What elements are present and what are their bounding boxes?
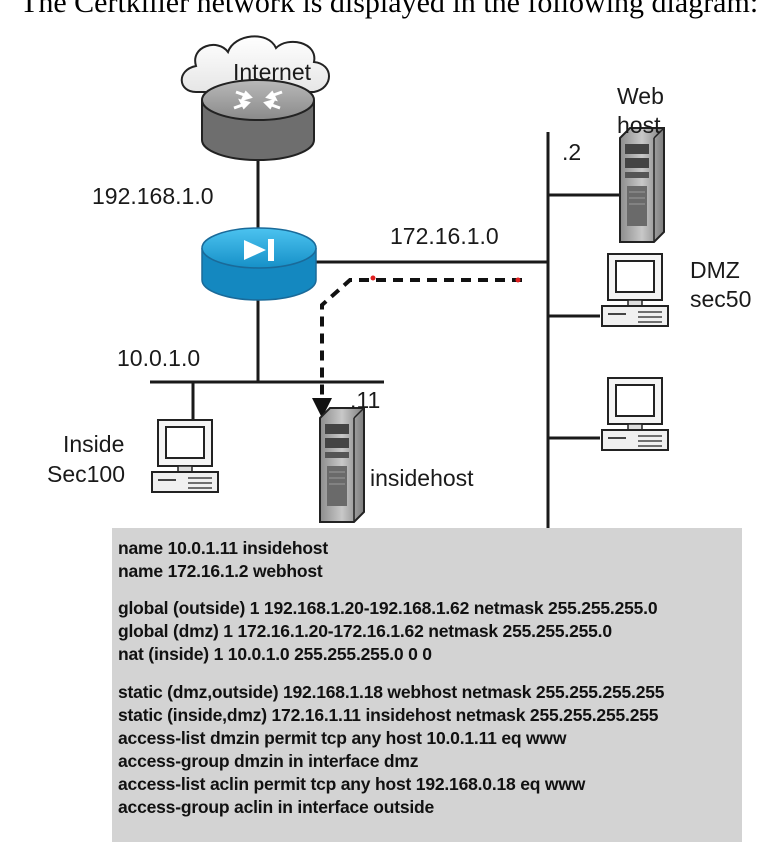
web-host-label-line2: host	[617, 112, 661, 138]
dmz-label-line2: sec50	[690, 286, 751, 312]
config-line: global (dmz) 1 172.16.1.20-172.16.1.62 n…	[118, 621, 612, 641]
outside-network-label: 192.168.1.0	[92, 183, 214, 209]
config-line: name 10.0.1.11 insidehost	[118, 538, 328, 558]
inside-workstation-icon	[151, 419, 219, 493]
config-line: access-group aclin in interface outside	[118, 797, 435, 817]
inside-label-line1: Inside	[63, 431, 124, 457]
router-icon	[201, 79, 315, 161]
config-line: access-list aclin permit tcp any host 19…	[118, 774, 586, 794]
internet-label: Internet	[233, 59, 312, 85]
web-host-ip-label: .2	[562, 139, 581, 165]
inside-network-label: 10.0.1.0	[117, 345, 200, 371]
insidehost-server-icon	[319, 407, 365, 523]
dmz-workstation-icon-1	[601, 253, 669, 327]
inside-label-line2: Sec100	[47, 461, 125, 487]
firewall-icon	[201, 227, 317, 301]
config-line: access-list dmzin permit tcp any host 10…	[118, 728, 567, 748]
config-line: static (inside,dmz) 172.16.1.11 insideho…	[118, 705, 659, 725]
intro-text: The Certkiller network is displayed in t…	[20, 0, 759, 19]
network-links	[150, 132, 620, 530]
dmz-label-line1: DMZ	[690, 257, 740, 283]
config-line: nat (inside) 1 10.0.1.0 255.255.255.0 0 …	[118, 644, 432, 664]
network-diagram: Internet 192.168.1.0 172.16.1.0 10.0.1.0…	[47, 35, 751, 530]
cloud-icon	[180, 35, 330, 93]
config-line: static (dmz,outside) 192.168.1.18 webhos…	[118, 682, 665, 702]
arrow-down-icon	[312, 398, 332, 418]
traffic-path	[312, 275, 522, 418]
config-line: access-group dmzin in interface dmz	[118, 751, 419, 771]
config-line: global (outside) 1 192.168.1.20-192.168.…	[118, 598, 658, 618]
web-server-icon	[619, 127, 665, 243]
config-line: name 172.16.1.2 webhost	[118, 561, 323, 581]
dmz-workstation-icon-2	[601, 377, 669, 451]
insidehost-ip-label: .11	[350, 387, 380, 413]
dmz-network-label: 172.16.1.0	[390, 223, 499, 249]
insidehost-label: insidehost	[370, 465, 474, 491]
web-host-label-line1: Web	[617, 83, 664, 109]
config-panel: name 10.0.1.11 insidehost name 172.16.1.…	[112, 528, 742, 842]
